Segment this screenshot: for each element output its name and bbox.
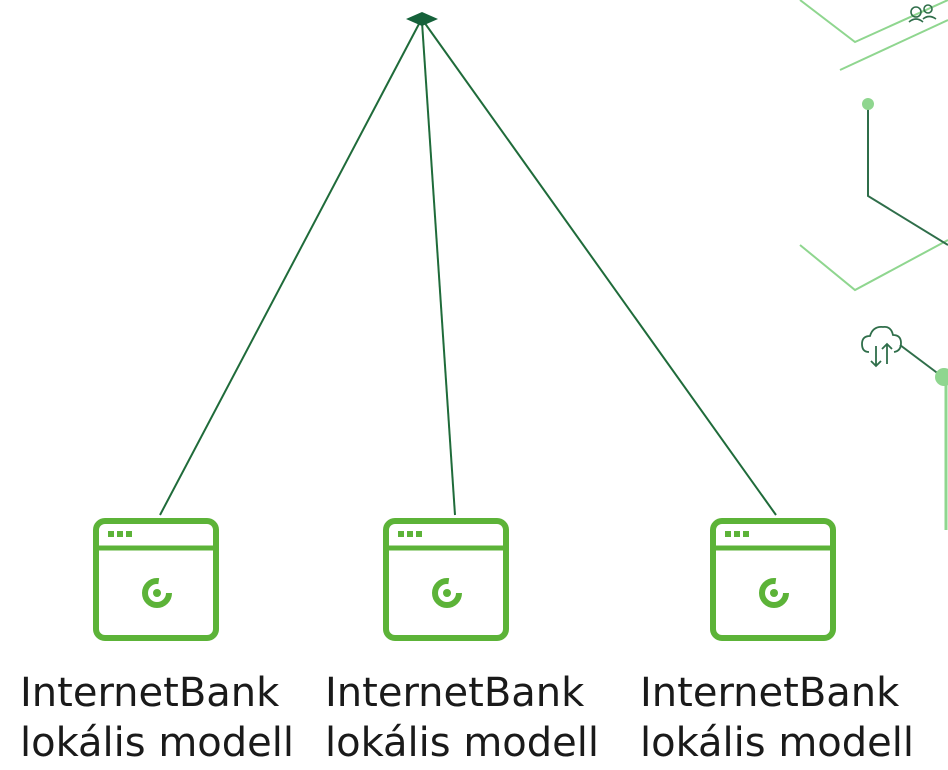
node-label-line-2: lokális modell (640, 720, 915, 766)
node-label-line-1: InternetBank (20, 670, 280, 716)
decor-line (839, 19, 948, 71)
connector-line-1 (159, 21, 421, 516)
browser-window-icon (710, 518, 836, 641)
node-label-line-1: InternetBank (325, 670, 585, 716)
connector-line-3 (423, 21, 777, 516)
connectors (159, 21, 777, 516)
decorative-network (799, 0, 948, 530)
node-label-line-2: lokális modell (325, 720, 600, 766)
node-label-line-1: InternetBank (640, 670, 900, 716)
node-label-1: InternetBank lokális modell (20, 668, 294, 768)
decor-line (799, 0, 948, 44)
decor-line (867, 104, 948, 246)
browser-window-icon (383, 518, 509, 641)
decor-line (799, 239, 948, 292)
node-label-3: InternetBank lokális modell (640, 668, 914, 768)
decor-line (899, 344, 941, 376)
people-icon (908, 4, 937, 23)
node-label-line-2: lokális modell (20, 720, 295, 766)
connector-line-2 (421, 21, 456, 516)
node-label-2: InternetBank lokális modell (325, 668, 599, 768)
decor-dot (862, 98, 874, 110)
cloud-sync-icon (861, 326, 902, 368)
decor-dot (935, 368, 948, 386)
diamond-node-icon (406, 12, 438, 26)
browser-window-icon (93, 518, 219, 641)
